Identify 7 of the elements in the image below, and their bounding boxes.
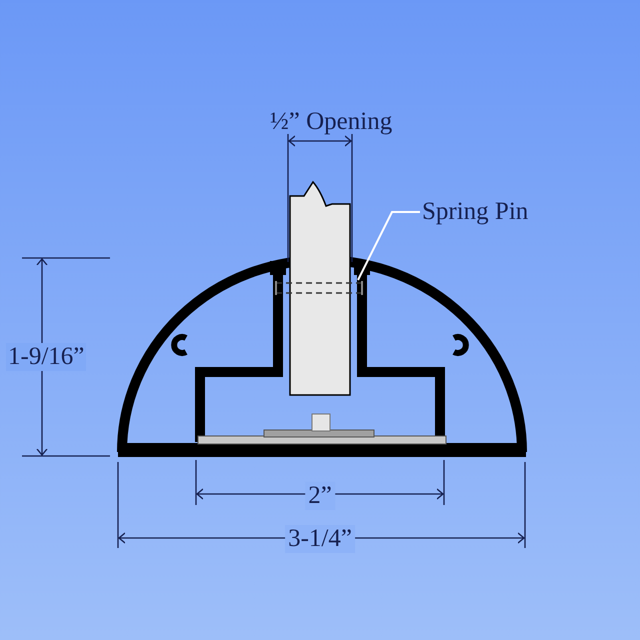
dimension-label: 3-1/4” [285, 525, 355, 553]
dimension-label: 2” [305, 482, 335, 510]
dimension-label: 1-9/16” [6, 343, 86, 371]
part-label: Spring Pin [422, 198, 528, 226]
spring-pin [275, 280, 363, 296]
dimension-label: ½” Opening [270, 108, 392, 136]
leader-line [357, 211, 420, 280]
